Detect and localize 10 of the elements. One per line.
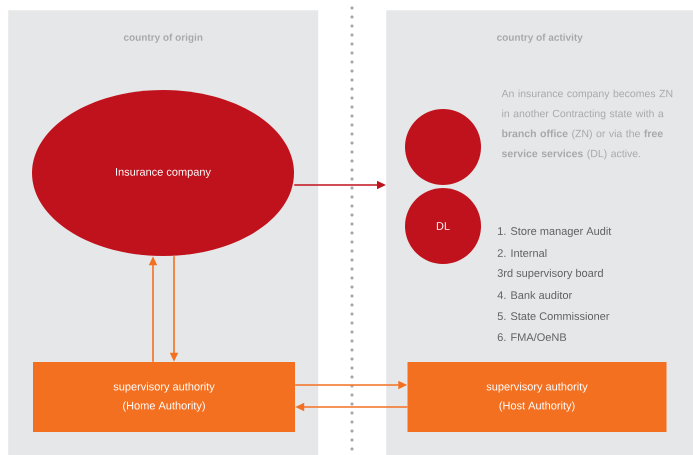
circle	[405, 109, 481, 185]
paragraph: An insurance company becomes ZN in another Contracting state with a branch office (ZN) or via the free service services (DL) active.	[502, 90, 672, 160]
label: 1. Store manager Audit	[498, 226, 612, 238]
authority-box: supervisory authority (Host Authority)	[408, 362, 666, 432]
label: 4. Bank auditor	[497, 290, 572, 300]
label: 6. FMA/OeNB	[498, 332, 566, 342]
label: 3rd supervisory board	[498, 268, 603, 280]
authority-box: supervisory authority (Home Authority)	[33, 362, 295, 432]
label: 2. Internal	[498, 248, 546, 258]
label: 5. State Commissioner	[498, 312, 610, 320]
